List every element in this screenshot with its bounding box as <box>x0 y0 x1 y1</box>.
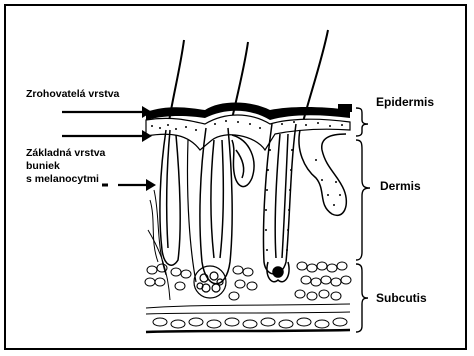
sweat-gland <box>187 140 226 298</box>
basal-layer-label-line1: Základná vrstva <box>26 147 105 160</box>
fat-cells-right <box>295 262 351 300</box>
basal-layer-label-line2: buniek <box>26 160 60 173</box>
keratin-layer-label: Zrohovatelá vrstva <box>26 88 119 101</box>
zone-braces <box>356 108 370 332</box>
bottom-band-cells <box>153 318 347 328</box>
epidermis-label: Epidermis <box>376 96 434 109</box>
subcutis-fat-cells <box>145 262 351 332</box>
subcutis-label: Subcutis <box>376 292 427 305</box>
basal-layer-label-line3: s melanocytmi <box>26 173 99 186</box>
dermis-label: Dermis <box>380 180 421 193</box>
